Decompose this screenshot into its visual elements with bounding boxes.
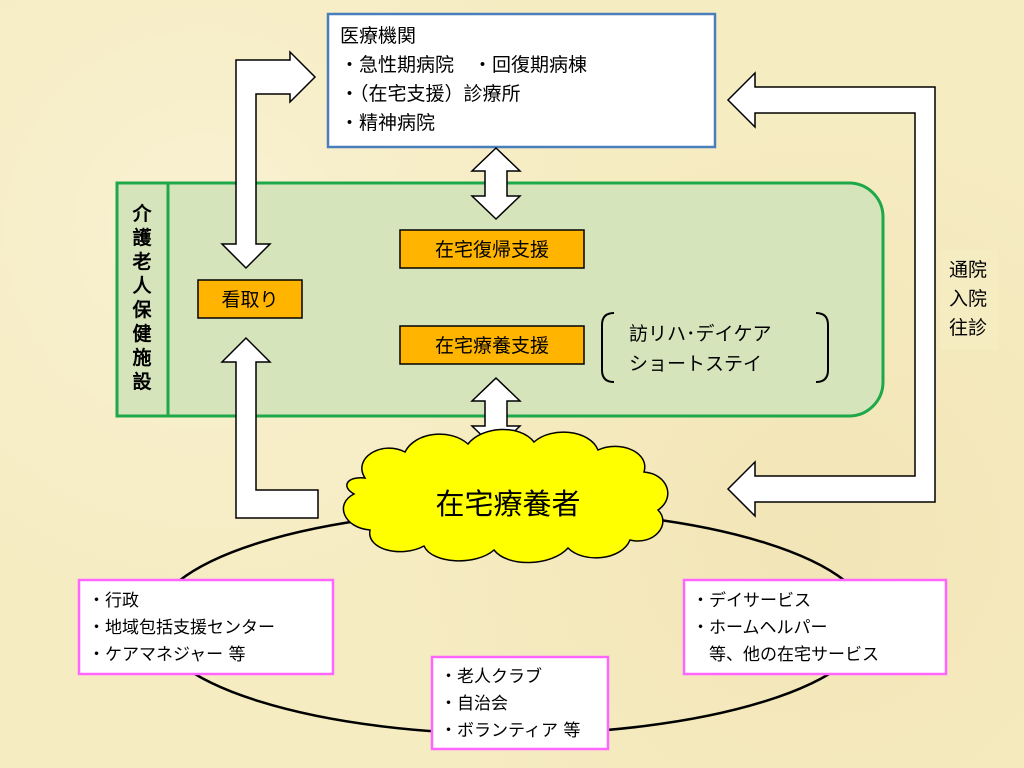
- community-bottom-line: ・自治会: [440, 694, 508, 714]
- community-left-box: [77, 578, 335, 676]
- end-of-life-care-box: [197, 279, 303, 319]
- side-label-line: 入院: [949, 288, 987, 310]
- medical-institutions-line: ・（在宅支援）診療所: [340, 83, 521, 105]
- facility-label-char: 人: [132, 275, 152, 297]
- medical-institutions-box: [326, 12, 717, 149]
- facility-label-char: 老: [132, 250, 151, 273]
- facility-label-char: 施: [132, 346, 151, 369]
- facility-label-char: 保: [131, 298, 152, 321]
- community-right-line: 等、他の在宅サービス: [692, 645, 879, 665]
- end-of-life-care-label: 看取り: [221, 289, 278, 311]
- community-bottom-line: ・ボランティア 等: [440, 721, 580, 741]
- facility-label-char: 介: [131, 202, 152, 225]
- facility-label-char: 設: [132, 370, 152, 393]
- community-bottom-line: ・老人クラブ: [440, 666, 542, 687]
- community-right-box: [682, 578, 948, 676]
- home-patient-cloud: [342, 428, 669, 564]
- community-left-line: ・ケアマネジャー 等: [88, 645, 246, 665]
- side-label-bg: [940, 250, 998, 350]
- arrow-to-medical-and-mitori: [220, 50, 317, 270]
- medical-institutions-line: ・急性期病院 ・回復期病棟: [340, 54, 587, 76]
- facility-label-char: 護: [132, 226, 152, 249]
- home-care-support-label: 在宅療養支援: [435, 335, 549, 357]
- community-right-line: ・ホームヘルパー: [692, 618, 828, 638]
- side-label-line: 往診: [949, 317, 987, 339]
- home-return-support-label: 在宅復帰支援: [435, 239, 549, 261]
- facility-label-box: [115, 181, 170, 418]
- right-bracket: [815, 312, 829, 383]
- community-bottom-box: [430, 655, 610, 751]
- double-arrow-medical-facility: [470, 146, 522, 221]
- arrow-patient-to-mitori: [220, 336, 319, 519]
- facility-vertical-label: 介 護 老 人 保 健 施 設: [131, 202, 152, 393]
- home-patient-label: 在宅療養者: [435, 487, 580, 521]
- left-bracket: [601, 312, 615, 383]
- medical-institutions-line: ・精神病院: [340, 112, 435, 134]
- facility-service-line: 訪リハ･デイケア: [629, 323, 772, 345]
- arrow-home-medical-loop: [726, 71, 936, 518]
- community-right-line: ・デイサービス: [692, 590, 811, 611]
- facility-label-char: 健: [132, 322, 151, 345]
- home-return-support-box: [399, 229, 585, 269]
- medical-institutions-title: 医療機関: [340, 25, 416, 47]
- home-care-support-box: [399, 325, 585, 365]
- side-label-line: 通院: [949, 259, 987, 281]
- community-left-line: ・地域包括支援センター: [88, 618, 275, 638]
- facility-service-line: ショートステイ: [629, 353, 762, 375]
- community-left-line: ・行政: [88, 591, 139, 611]
